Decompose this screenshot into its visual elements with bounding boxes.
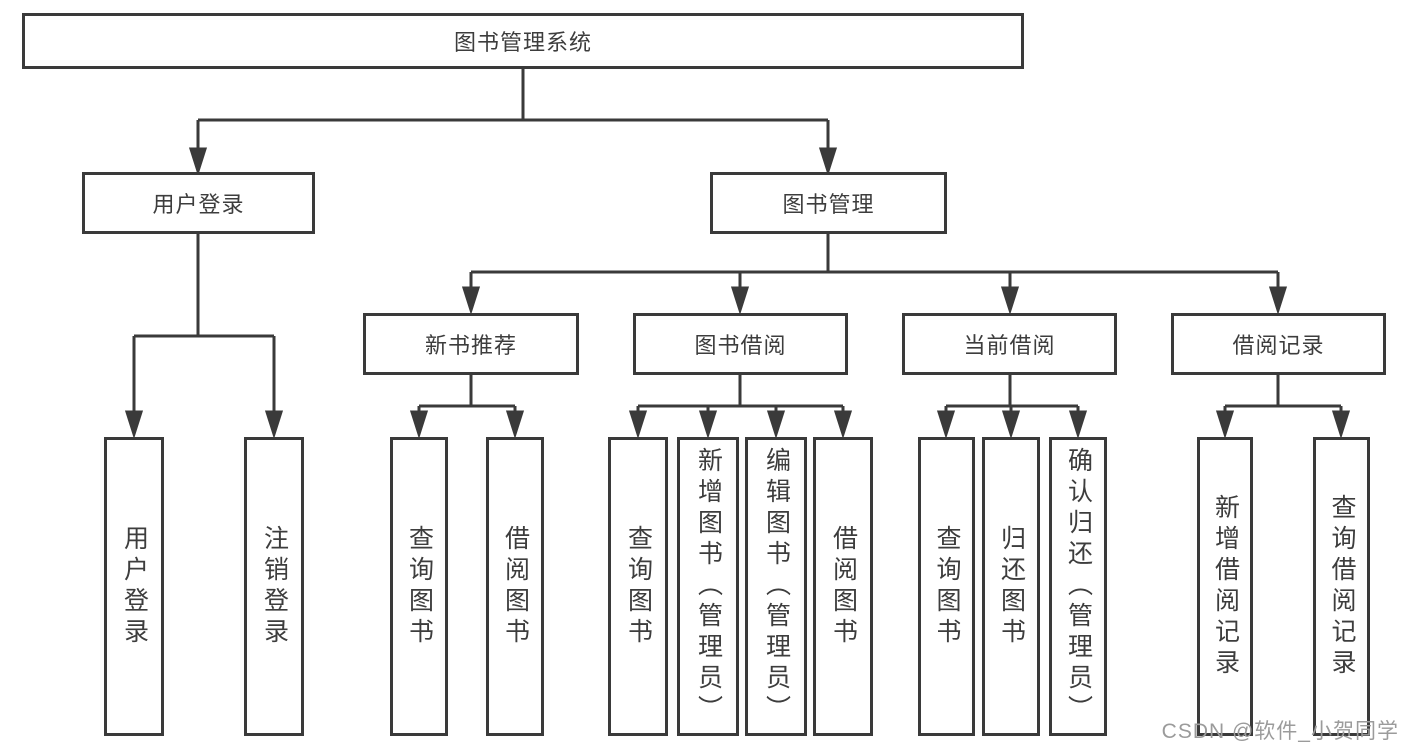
leaf-add-book-admin: 新增图书（管理员）	[677, 437, 739, 736]
node-label: 借阅图书	[501, 524, 530, 649]
node-label: 图书管理	[782, 192, 875, 217]
arrowhead-icon	[766, 410, 786, 439]
leaf-borrow-books: 借阅图书	[813, 437, 873, 736]
node-label: 新增图书（管理员）	[694, 447, 723, 726]
leaf-return-books: 归还图书	[982, 437, 1040, 736]
leaf-confirm-return-admin: 确认归还（管理员）	[1049, 437, 1107, 736]
node-label: 图书管理系统	[453, 30, 592, 55]
arrowhead-icon	[936, 410, 956, 439]
leaf-logout: 注销登录	[244, 437, 304, 736]
arrowhead-icon	[1001, 410, 1021, 439]
arrowhead-icon	[1331, 410, 1351, 439]
leaf-query-books-recommend: 查询图书	[390, 437, 448, 736]
node-user-login: 用户登录	[82, 172, 315, 234]
leaf-edit-book-admin: 编辑图书（管理员）	[745, 437, 807, 736]
connector-borrow-records	[1215, 375, 1351, 439]
node-label: 新增借阅记录	[1211, 493, 1240, 680]
arrowhead-icon	[628, 410, 648, 439]
watermark: CSDN @软件_小贺同学	[1161, 720, 1399, 743]
node-book-management: 图书管理	[710, 172, 947, 234]
arrowhead-icon	[505, 410, 525, 439]
leaf-user-login: 用户登录	[104, 437, 164, 736]
leaf-borrow-books-recommend: 借阅图书	[486, 437, 544, 736]
node-label: 当前借阅	[963, 333, 1056, 358]
node-book-borrow: 图书借阅	[633, 313, 848, 375]
node-label: 借阅记录	[1232, 333, 1325, 358]
arrowhead-icon	[698, 410, 718, 439]
connector-new-book-recommend	[409, 375, 525, 439]
connector-current-borrow	[936, 375, 1088, 439]
leaf-add-borrow-record: 新增借阅记录	[1197, 437, 1253, 736]
node-label: 借阅图书	[829, 524, 858, 649]
node-root: 图书管理系统	[22, 13, 1024, 69]
arrowhead-icon	[1215, 410, 1235, 439]
node-label: 用户登录	[120, 524, 149, 649]
node-borrow-records: 借阅记录	[1171, 313, 1386, 375]
arrowhead-icon	[409, 410, 429, 439]
node-label: 查询图书	[405, 524, 434, 649]
node-label: 编辑图书（管理员）	[762, 447, 791, 726]
node-label: 查询图书	[624, 524, 653, 649]
arrowhead-icon	[1000, 286, 1020, 315]
node-new-book-recommend: 新书推荐	[363, 313, 579, 375]
arrowhead-icon	[124, 410, 144, 439]
node-label: 确认归还（管理员）	[1064, 447, 1093, 726]
node-label: 图书借阅	[694, 333, 787, 358]
connector-root	[188, 69, 838, 176]
connector-book-management	[461, 234, 1288, 315]
leaf-query-borrow-record: 查询借阅记录	[1313, 437, 1370, 736]
arrowhead-icon	[730, 286, 750, 315]
node-label: 注销登录	[260, 524, 289, 649]
arrowhead-icon	[264, 410, 284, 439]
arrowhead-icon	[461, 286, 481, 315]
node-label: 归还图书	[997, 524, 1026, 649]
connector-user-login	[124, 234, 284, 439]
leaf-query-books-borrow: 查询图书	[608, 437, 668, 736]
arrowhead-icon	[818, 147, 838, 176]
node-current-borrow: 当前借阅	[902, 313, 1117, 375]
arrowhead-icon	[1268, 286, 1288, 315]
arrowhead-icon	[1068, 410, 1088, 439]
node-label: 查询图书	[933, 524, 961, 649]
node-label: 查询借阅记录	[1328, 493, 1356, 680]
arrowhead-icon	[188, 147, 208, 176]
arrowhead-icon	[833, 410, 853, 439]
node-label: 新书推荐	[424, 333, 517, 358]
leaf-query-books-current: 查询图书	[918, 437, 975, 736]
node-label: 用户登录	[152, 192, 245, 217]
connector-book-borrow	[628, 375, 853, 439]
